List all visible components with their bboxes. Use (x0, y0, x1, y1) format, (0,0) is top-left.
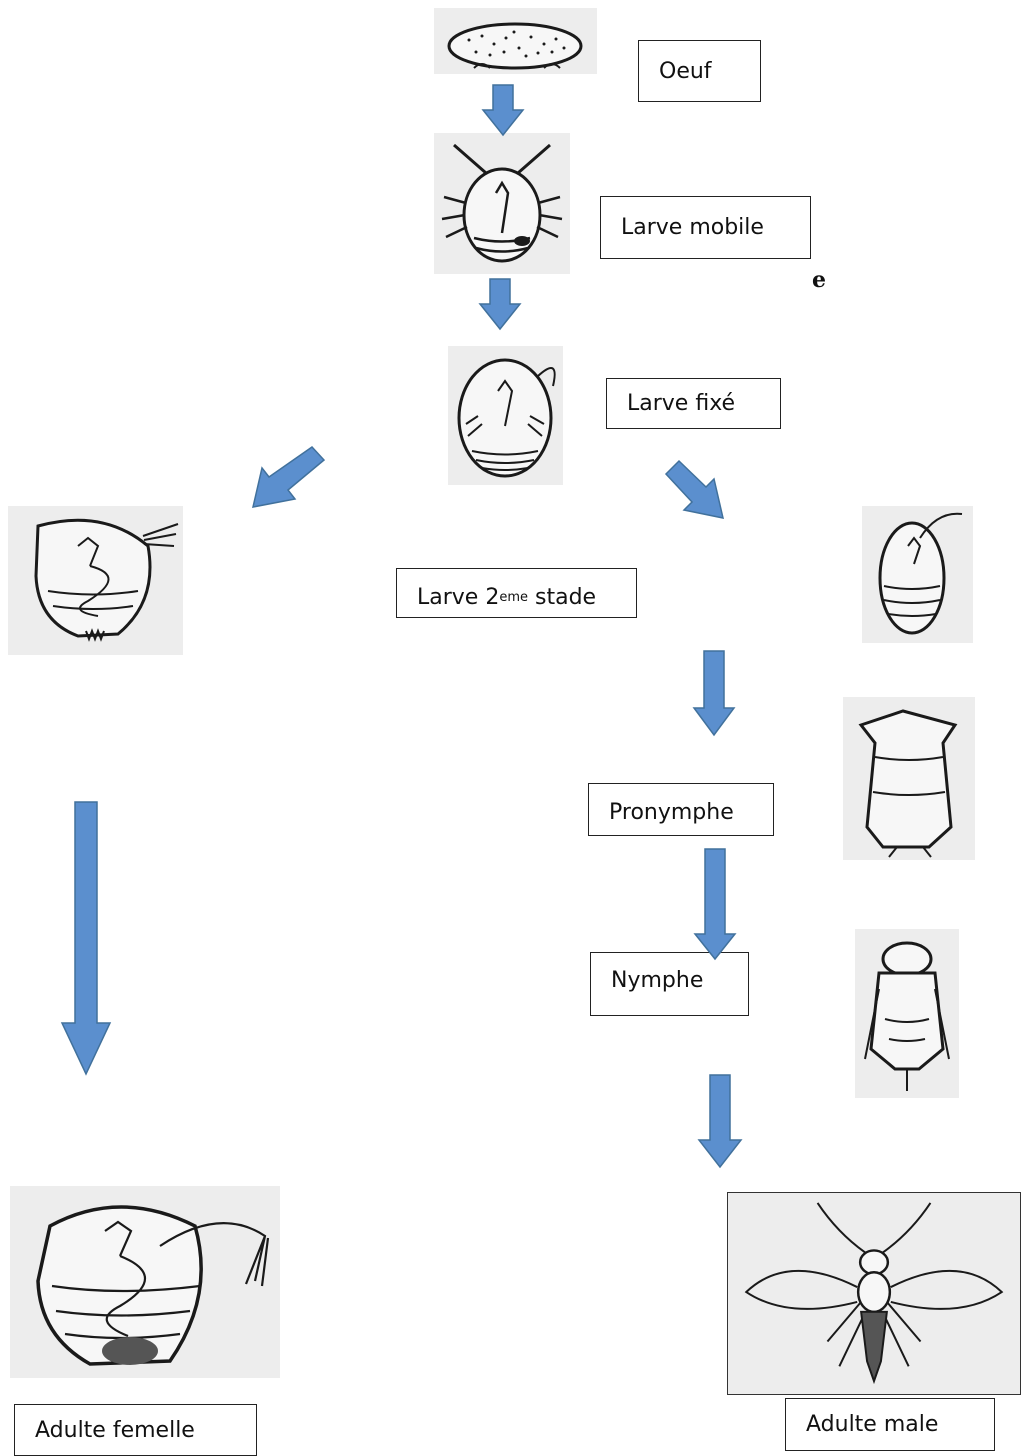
pronymph-drawing (843, 697, 975, 860)
label-pronymph: Pronymphe (588, 783, 774, 836)
male-second-stage-drawing (862, 506, 973, 643)
arrow-fixed-to-male-branch (664, 459, 726, 521)
label-egg: Oeuf (638, 40, 761, 102)
adult-male-drawing (727, 1192, 1021, 1395)
label-second-stage-larva: Larve 2eme stade (396, 568, 637, 618)
stray-letter: e (812, 267, 826, 293)
label-fixed-larva: Larve fixé (606, 378, 781, 429)
label-nymph: Nymphe (590, 952, 749, 1016)
arrow-female-to-adult-female (61, 801, 111, 1075)
fixed-larva-drawing (448, 346, 563, 485)
label-mobile-larva: Larve mobile (600, 196, 811, 259)
arrow-mobile-to-fixed-larva (479, 278, 521, 330)
arrow-fixed-to-female-branch (250, 444, 326, 510)
arrow-nymph-to-adult-male (698, 1074, 742, 1168)
nymph-drawing (855, 929, 959, 1098)
arrow-male-second-stage-to-pronymph (693, 650, 735, 736)
arrow-egg-to-mobile-larva (482, 84, 524, 136)
second-stage-larva-drawing (8, 506, 183, 655)
mobile-larva-drawing (434, 133, 570, 274)
label-adult-female: Adulte femelle (14, 1404, 257, 1456)
egg-drawing (434, 8, 597, 74)
arrow-pronymph-to-nymph (694, 848, 736, 960)
adult-female-drawing (10, 1186, 280, 1378)
label-adult-male: Adulte male (785, 1398, 995, 1451)
